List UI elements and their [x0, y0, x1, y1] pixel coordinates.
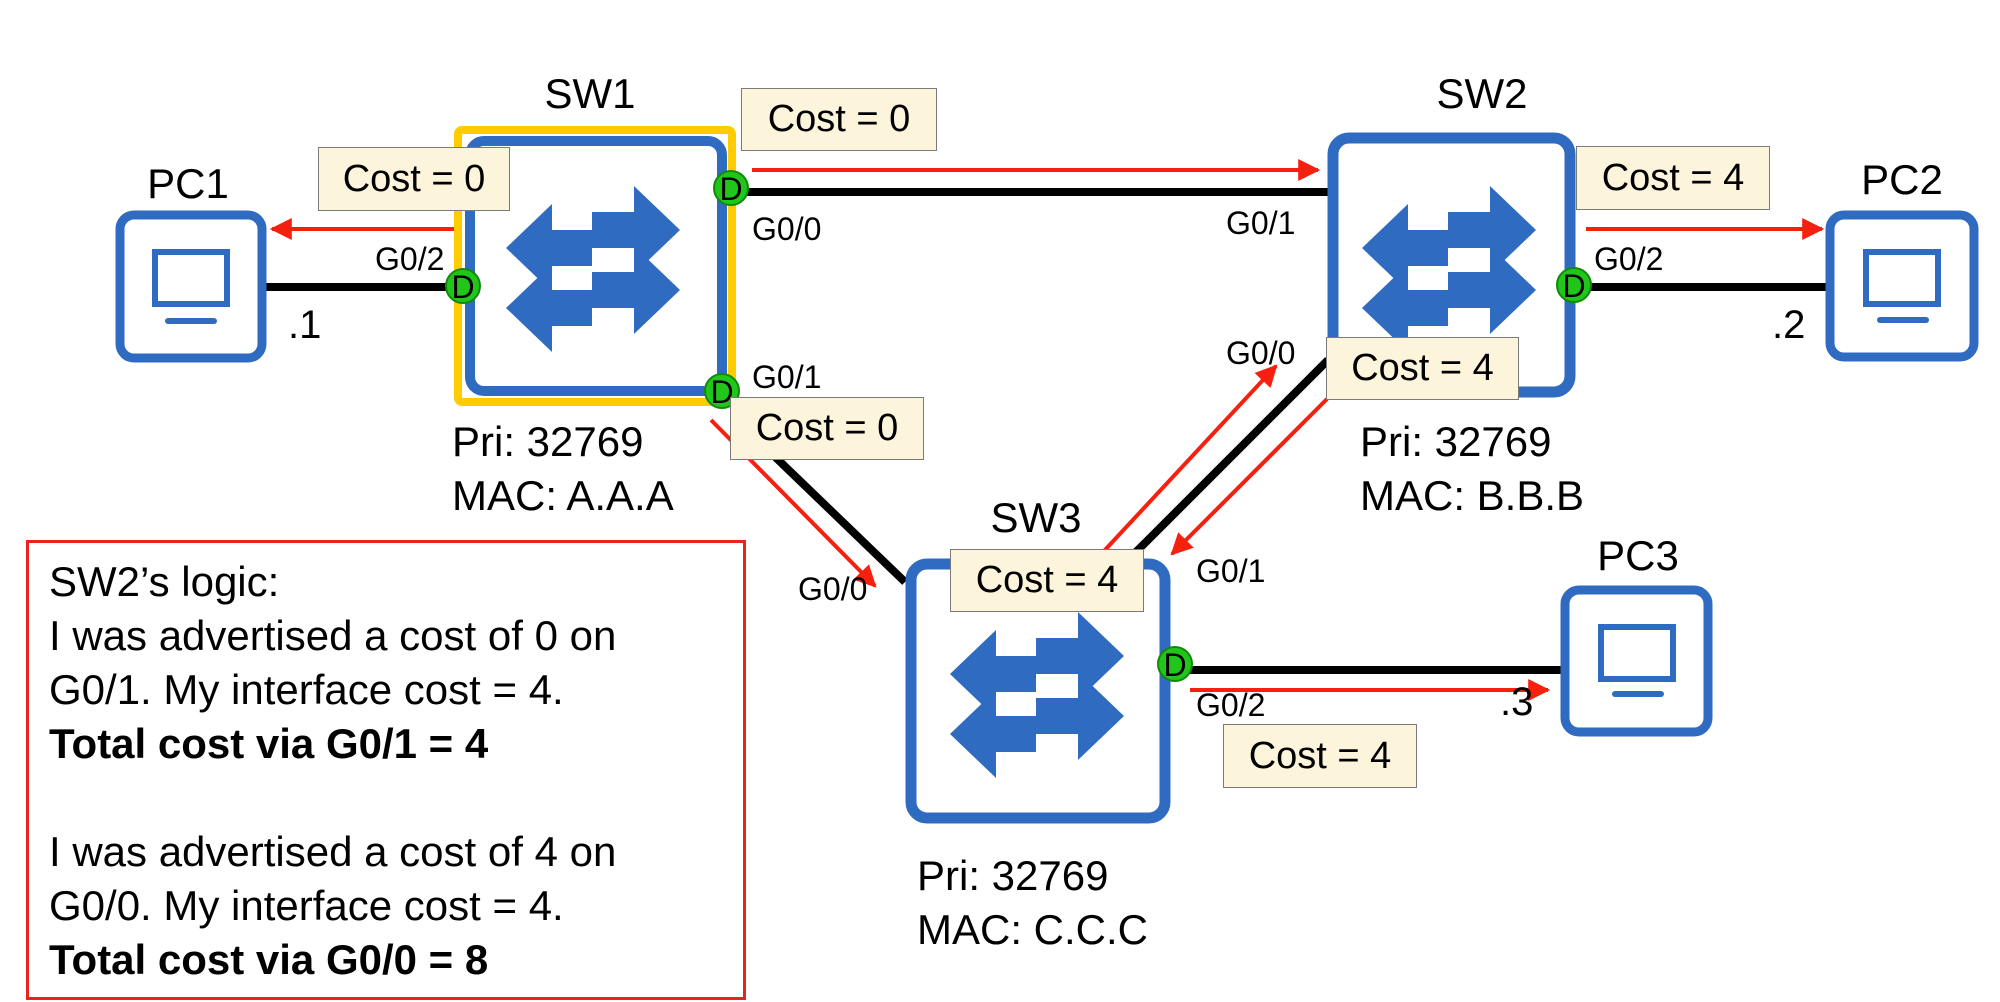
- sw1-mac: MAC: A.A.A: [452, 472, 674, 519]
- svg-text:D: D: [1163, 647, 1186, 683]
- interface-label: G0/2: [1594, 241, 1663, 277]
- pc3-label: PC3: [1597, 532, 1679, 579]
- monitor-icon: [1863, 249, 1941, 307]
- svg-text:D: D: [451, 269, 474, 305]
- logic-spacer: [49, 771, 723, 825]
- svg-text:D: D: [1562, 268, 1585, 304]
- sw2-mac: MAC: B.B.B: [1360, 472, 1584, 519]
- switch-arrows-icon: [1362, 186, 1536, 352]
- sw2-logic-box: SW2’s logic: I was advertised a cost of …: [26, 540, 746, 1000]
- pc2[interactable]: [1825, 210, 1979, 362]
- switch-arrows-icon: [506, 186, 680, 352]
- sw1-priority: Pri: 32769: [452, 418, 643, 465]
- pc1[interactable]: [115, 210, 267, 363]
- logic-heading: SW2’s logic:: [49, 558, 280, 605]
- sw1[interactable]: [454, 126, 736, 406]
- interface-label: G0/0: [1226, 335, 1295, 371]
- sw2[interactable]: [1327, 132, 1576, 398]
- monitor-icon: [1598, 624, 1676, 682]
- pc3-ip: .3: [1500, 680, 1533, 724]
- interface-label: G0/1: [1196, 553, 1265, 589]
- pc2-label: PC2: [1861, 156, 1943, 203]
- interface-label: G0/1: [752, 359, 821, 395]
- root-bridge-highlight: [454, 126, 736, 406]
- pc2-ip: .2: [1772, 303, 1805, 347]
- logic-total-g00: Total cost via G0/0 = 8: [49, 936, 489, 983]
- logic-text: G0/0. My interface cost = 4.: [49, 882, 564, 929]
- sw3-priority: Pri: 32769: [917, 852, 1108, 899]
- sw2-priority: Pri: 32769: [1360, 418, 1551, 465]
- logic-text: G0/1. My interface cost = 4.: [49, 666, 564, 713]
- sw3-mac: MAC: C.C.C: [917, 906, 1148, 953]
- logic-text: I was advertised a cost of 4 on: [49, 828, 617, 875]
- sw3[interactable]: [905, 558, 1171, 824]
- cost-label-sw1-sw2: Cost = 0: [741, 88, 937, 151]
- sw3-label: SW3: [990, 494, 1081, 541]
- svg-text:D: D: [710, 374, 733, 410]
- designated-port-marker[interactable]: D: [713, 170, 749, 207]
- interface-label: G0/0: [752, 211, 821, 247]
- bpdu-arrow-sw3-sw2: [1102, 364, 1278, 553]
- designated-port-marker[interactable]: D: [445, 268, 481, 305]
- link-sw2-sw3: [1133, 357, 1331, 555]
- pc1-ip: .1: [288, 303, 321, 347]
- pc3[interactable]: [1560, 585, 1713, 737]
- cost-label-sw1-pc1: Cost = 0: [318, 147, 510, 211]
- monitor-icon: [152, 249, 230, 307]
- interface-label: G0/1: [1226, 205, 1295, 241]
- interface-label: G0/2: [375, 241, 444, 277]
- pc1-label: PC1: [147, 160, 229, 207]
- link-sw1-sw3: [767, 449, 908, 585]
- designated-port-marker[interactable]: D: [1157, 646, 1193, 683]
- sw1-label: SW1: [544, 70, 635, 117]
- cost-label-sw1-sw3: Cost = 0: [730, 397, 924, 460]
- svg-text:D: D: [719, 171, 742, 207]
- interface-label: G0/0: [798, 571, 867, 607]
- bpdu-arrow-sw2-sw3: [1170, 397, 1329, 556]
- interface-label: G0/2: [1196, 687, 1265, 723]
- logic-text: I was advertised a cost of 0 on: [49, 612, 617, 659]
- designated-port-marker[interactable]: D: [1556, 267, 1592, 304]
- cost-label-sw3-pc3: Cost = 4: [1223, 724, 1417, 788]
- cost-label-sw3-sw2: Cost = 4: [950, 549, 1144, 612]
- designated-port-marker[interactable]: D: [704, 373, 740, 410]
- sw2-label: SW2: [1436, 70, 1527, 117]
- switch-arrows-icon: [950, 612, 1124, 778]
- cost-label-sw2-pc2: Cost = 4: [1576, 146, 1770, 210]
- cost-label-sw2-sw3: Cost = 4: [1326, 337, 1519, 400]
- logic-total-g01: Total cost via G0/1 = 4: [49, 720, 489, 767]
